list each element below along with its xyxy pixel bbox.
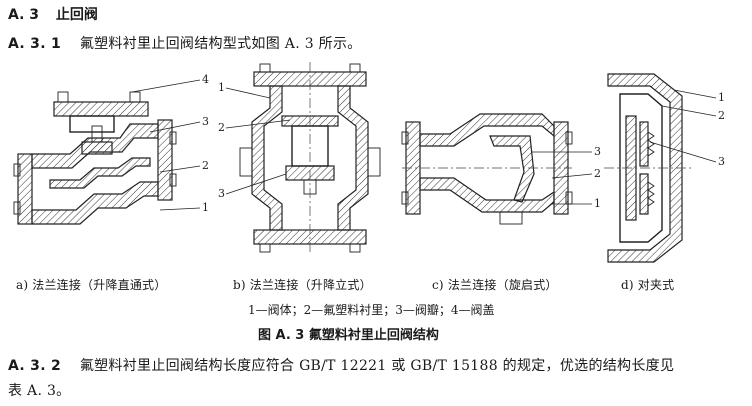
figure-b-label-3: 3 [218,187,225,200]
figure-a-caption: a) 法兰连接（升降直通式） [16,278,167,292]
figure-d-caption: d) 对夹式 [621,278,675,292]
figure-legend: 1—阀体；2—氟塑料衬里；3—阀瓣；4—阀盖 [248,303,495,317]
figure-d-drawing: 1 2 3 [604,73,725,263]
figure-b-label-2: 2 [218,121,225,134]
figure-d-label-2: 2 [718,109,725,122]
paragraph-a31-text: 氟塑料衬里止回阀结构型式如图 A. 3 所示。 [79,36,362,52]
figure-a-drawing: 4 3 2 1 [13,73,209,225]
figure-b-drawing: 1 2 3 [218,62,381,253]
figure-c-label-1: 1 [594,197,601,210]
figure-d-label-1: 1 [718,91,725,104]
section-heading: A. 3 止回阀 [8,4,98,24]
paragraph-a32-text: 氟塑料衬里止回阀结构长度应符合 GB/T 12221 或 GB/T 15188 … [79,358,675,374]
paragraph-a32-number: A. 3. 2 [8,358,62,374]
figure-b-caption: b) 法兰连接（升降立式） [233,278,372,292]
paragraph-a31-number: A. 3. 1 [8,36,62,52]
figure-title: 图 A. 3 氟塑料衬里止回阀结构 [258,328,439,343]
figure-c-caption: c) 法兰连接（旋启式） [432,278,558,292]
figure-c-drawing: 3 2 1 [401,113,601,225]
section-number: A. 3 [8,7,40,23]
figure-c-label-2: 2 [594,167,601,180]
paragraph-a32-line1: A. 3. 2 氟塑料衬里止回阀结构长度应符合 GB/T 12221 或 GB/… [8,355,674,375]
figure-d-label-3: 3 [718,155,725,168]
figure-a-label-4: 4 [202,73,209,86]
figure-c-label-3: 3 [594,145,601,158]
figure-a-label-1: 1 [202,201,209,214]
figure-a-label-3: 3 [202,115,209,128]
section-title: 止回阀 [55,7,98,23]
figure-b-label-1: 1 [218,81,225,94]
paragraph-a31: A. 3. 1 氟塑料衬里止回阀结构型式如图 A. 3 所示。 [8,33,362,53]
figure-a-label-2: 2 [202,159,209,172]
paragraph-a32-line2: 表 A. 3。 [8,383,71,399]
